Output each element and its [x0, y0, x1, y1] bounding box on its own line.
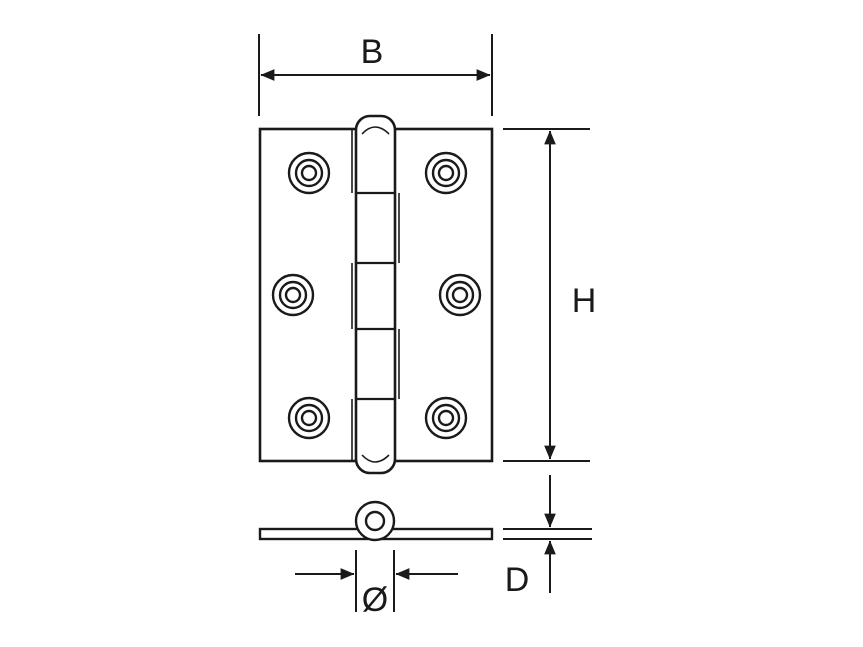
- screw-hole: [438, 273, 482, 317]
- dimension-b: B: [258, 33, 493, 116]
- pin-circle: [364, 510, 386, 532]
- hinge-side-view: [258, 500, 494, 542]
- screw-hole: [287, 396, 331, 440]
- knuckle-barrel: [351, 114, 400, 475]
- dimension-diameter: Ø: [295, 550, 458, 619]
- screw-hole: [424, 151, 468, 195]
- dimension-diameter-label: Ø: [362, 581, 388, 619]
- screw-hole: [271, 273, 315, 317]
- dimension-h: H: [503, 128, 597, 462]
- dimension-d: D: [503, 475, 592, 599]
- hinge-front-view: [258, 114, 494, 475]
- dimension-d-label: D: [505, 561, 530, 599]
- screw-hole: [287, 151, 331, 195]
- dimension-b-label: B: [361, 33, 384, 71]
- dimension-h-label: H: [572, 282, 597, 320]
- screw-hole: [424, 396, 468, 440]
